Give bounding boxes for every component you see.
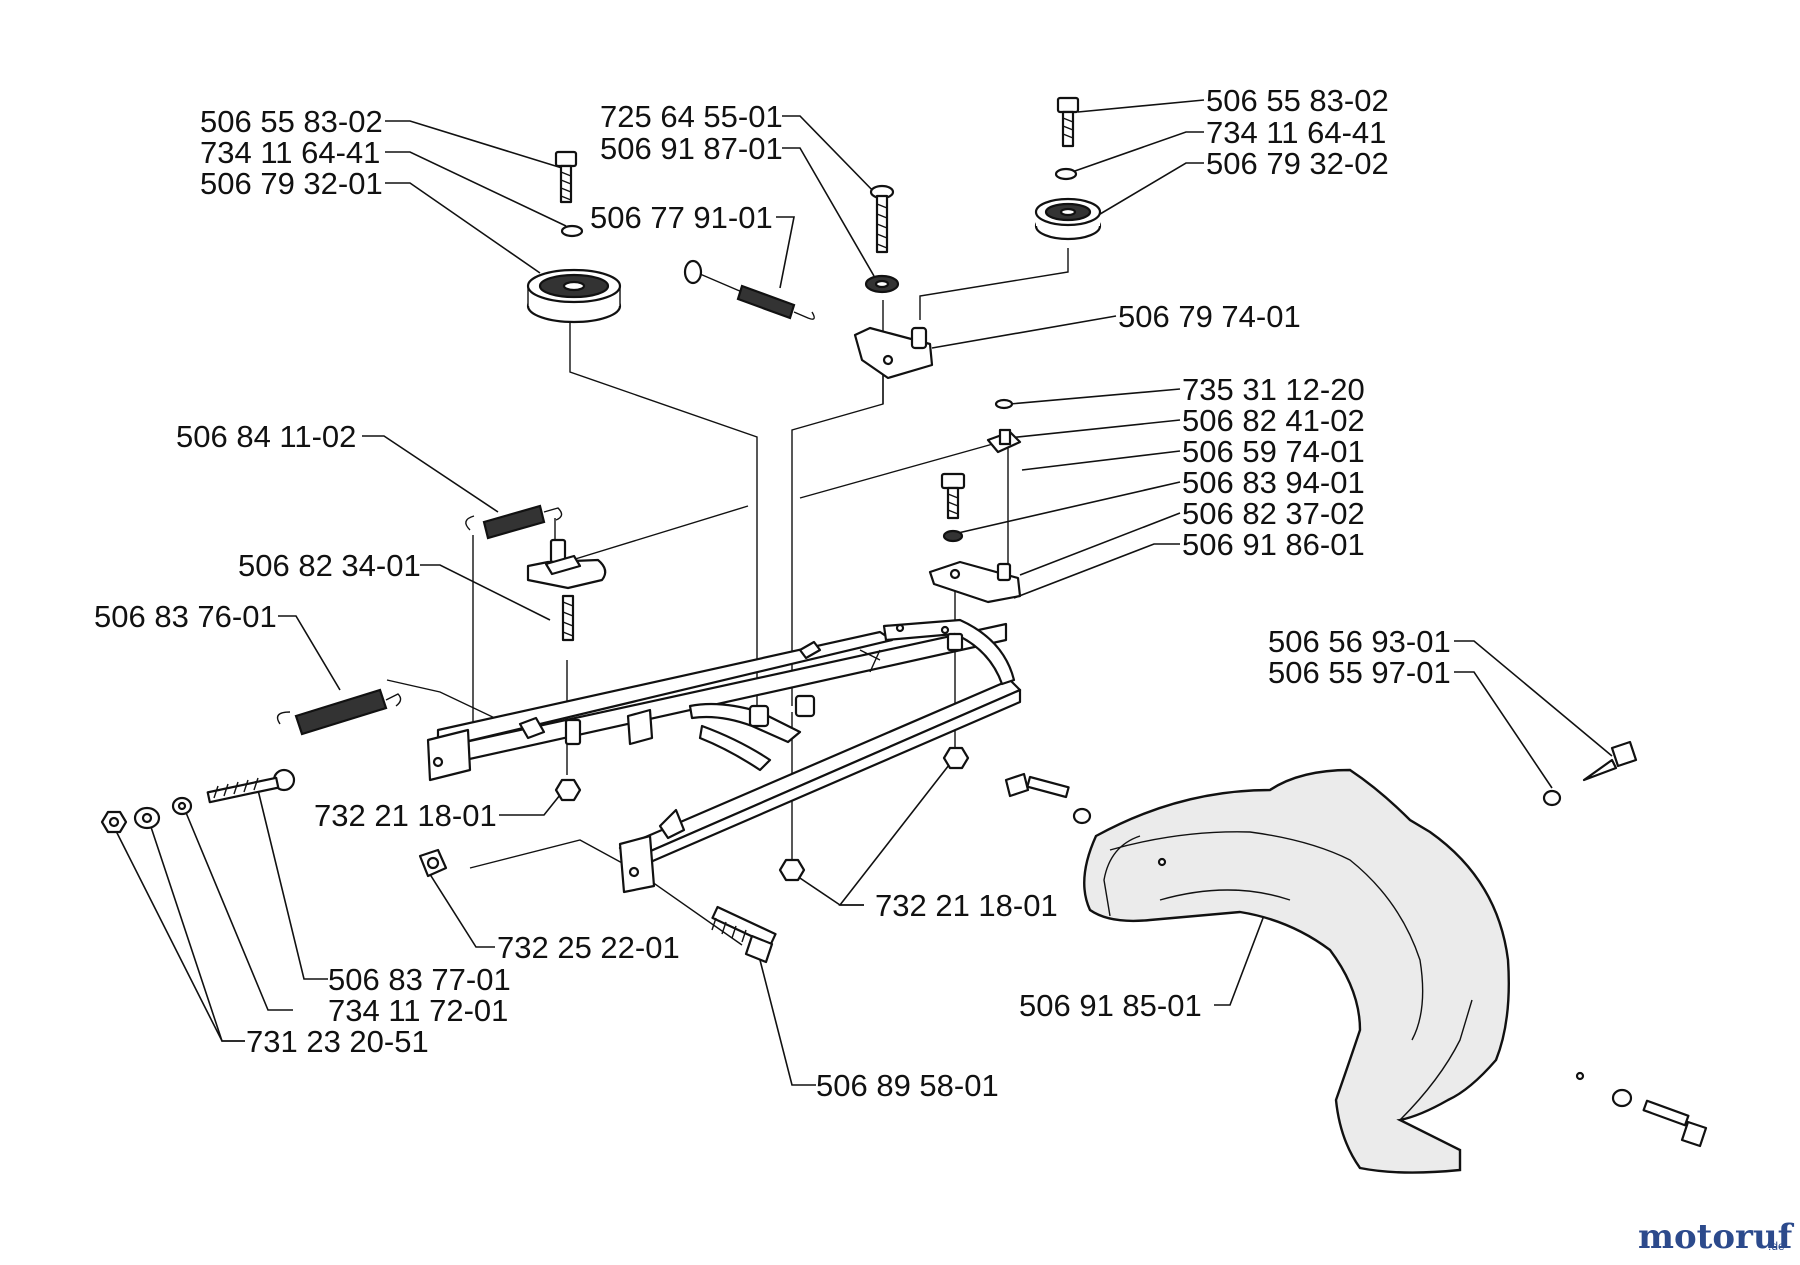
- main-frame: [426, 618, 1022, 894]
- left-pulley-assembly: [526, 150, 622, 324]
- part-label: 506 91 87-01: [600, 131, 783, 166]
- part-label: 506 79 32-02: [1206, 146, 1389, 181]
- part-label: 506 89 58-01: [816, 1068, 999, 1103]
- watermark-logo: motoruf .de: [1638, 1217, 1795, 1257]
- part-label: 506 82 37-02: [1182, 496, 1365, 531]
- part-label: 506 83 76-01: [94, 599, 277, 634]
- logo-text: motoruf: [1638, 1217, 1795, 1257]
- part-label: 506 82 41-02: [1182, 403, 1365, 438]
- part-label: 506 59 74-01: [1182, 434, 1365, 469]
- part-label: 732 25 22-01: [497, 930, 680, 965]
- part-label: 506 84 11-02: [176, 419, 356, 454]
- part-label: 506 79 32-01: [200, 166, 383, 201]
- part-label: 506 79 74-01: [1118, 299, 1301, 334]
- part-label: 506 55 83-02: [1206, 83, 1389, 118]
- logo-suffix: .de: [1768, 1239, 1785, 1253]
- right-pulley-assembly: [1034, 96, 1102, 241]
- part-label: 732 21 18-01: [875, 888, 1058, 923]
- part-label: 506 56 93-01: [1268, 624, 1451, 659]
- nuts: [418, 746, 970, 882]
- alignment-lines: [386, 248, 1069, 946]
- left-spring-assembly: [100, 504, 607, 834]
- part-label: 725 64 55-01: [600, 99, 783, 134]
- part-label: 734 11 72-01: [328, 993, 508, 1028]
- part-label: 734 11 64-41: [200, 135, 380, 170]
- cover-assembly: [1004, 740, 1708, 1174]
- part-labels: 506 55 83-02 734 11 64-41 506 79 32-01 7…: [94, 83, 1451, 1103]
- part-label: 506 77 91-01: [590, 200, 773, 235]
- idler-arm-assembly: [683, 184, 934, 380]
- part-label: 506 55 83-02: [200, 104, 383, 139]
- part-label: 506 91 86-01: [1182, 527, 1365, 562]
- part-label: 506 82 34-01: [238, 548, 421, 583]
- part-label: 731 23 20-51: [246, 1024, 429, 1059]
- part-label: 734 11 64-41: [1206, 115, 1386, 150]
- part-label: 506 83 94-01: [1182, 465, 1365, 500]
- part-label: 506 91 85-01: [1019, 988, 1202, 1023]
- leader-lines: [111, 99, 1613, 1086]
- front-bolt: [711, 905, 777, 964]
- right-bracket-assembly: [928, 398, 1022, 604]
- part-label: 732 21 18-01: [314, 798, 497, 833]
- part-label: 735 31 12-20: [1182, 372, 1365, 407]
- part-label: 506 55 97-01: [1268, 655, 1451, 690]
- part-label: 506 83 77-01: [328, 962, 511, 997]
